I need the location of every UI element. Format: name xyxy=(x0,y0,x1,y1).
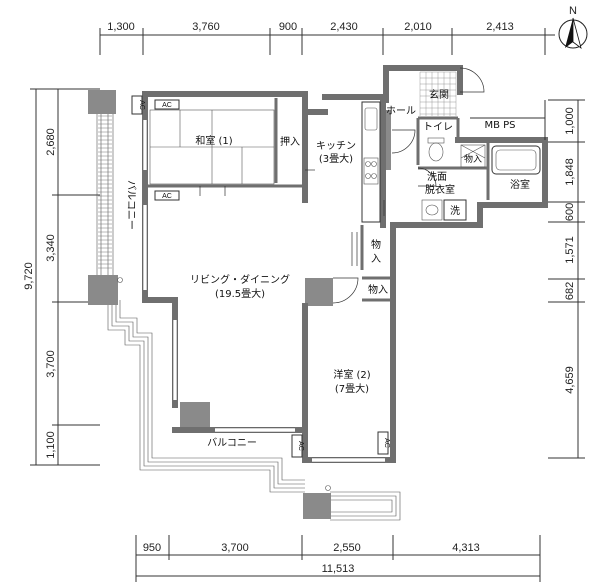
room-mono-3-label: 物入 xyxy=(368,283,388,296)
room-mono-1-label: 物 xyxy=(371,238,381,251)
ac-label-5: AC xyxy=(383,438,390,448)
dim-bottom-3: 2,550 xyxy=(333,542,361,554)
ac-label-3: AC xyxy=(162,193,172,200)
balcony-bottom-label: バルコニー xyxy=(207,437,257,449)
bathtub-icon xyxy=(491,145,541,175)
dim-bottom-total: 11,513 xyxy=(322,563,355,575)
dim-top-2: 3,760 xyxy=(192,21,220,33)
room-kitchen-label: キッチン xyxy=(316,140,356,152)
dim-left-3: 3,700 xyxy=(45,350,57,378)
kitchen-counter xyxy=(361,101,381,223)
room-kitchen-size: (3畳大) xyxy=(319,152,353,165)
dim-bottom-2: 3,700 xyxy=(221,542,249,554)
dim-left-1: 2,680 xyxy=(45,128,57,156)
dim-left-4: 1,100 xyxy=(45,431,57,459)
toilet-icon xyxy=(427,137,445,162)
dim-bottom-1: 950 xyxy=(143,542,161,554)
room-oshiire-label: 押入 xyxy=(280,135,300,148)
dim-top-4: 2,430 xyxy=(330,21,358,33)
genkan-tiles xyxy=(419,71,457,116)
mbps-line xyxy=(470,100,546,140)
room-datsui-label: 脱衣室 xyxy=(425,183,455,196)
dim-top-1: 1,300 xyxy=(107,21,135,33)
dim-right-4: 1,571 xyxy=(564,236,576,264)
dim-top-6: 2,413 xyxy=(486,21,514,33)
windows xyxy=(142,120,385,463)
washing-machine-box xyxy=(443,199,467,221)
room-labels: 和室 (1) 押入 キッチン (3畳大) ホール 玄関 トイレ MB PS 物入… xyxy=(125,88,530,449)
ac-label-4: AC xyxy=(297,441,304,451)
room-mbps-label: MB PS xyxy=(484,120,515,131)
small-storage-box xyxy=(460,144,486,168)
room-mono-2-label: 入 xyxy=(371,254,381,265)
room-bath-label: 浴室 xyxy=(510,178,530,191)
dim-right-5: 682 xyxy=(564,282,576,300)
dim-top-3: 900 xyxy=(279,21,297,33)
drain-icon xyxy=(117,277,123,283)
drain-icon xyxy=(325,485,331,491)
ac-markers: AC AC AC AC AC xyxy=(131,95,390,458)
tatami-pattern xyxy=(149,109,275,185)
ac-label-2: AC xyxy=(162,102,172,109)
balcony-railing xyxy=(96,112,401,521)
left-dimension-line: 9,720 2,680 3,340 3,700 1,100 xyxy=(23,88,100,466)
balcony-grille xyxy=(98,115,112,269)
room-wash-label: 洗 xyxy=(450,205,460,217)
room-mono-small-label: 物入 xyxy=(464,153,482,165)
room-genkan-label: 玄関 xyxy=(429,88,449,101)
room-living-size: (19.5畳大) xyxy=(215,287,265,300)
room-washitsu-label: 和室 (1) xyxy=(195,134,232,147)
right-dimension-line: 1,000 1,848 600 1,571 682 4,659 xyxy=(548,99,585,459)
north-arrow-icon: N xyxy=(558,5,588,50)
dim-top-5: 2,010 xyxy=(404,21,432,33)
doors xyxy=(199,67,485,304)
room-yoshitsu-size: (7畳大) xyxy=(335,382,369,395)
balcony-side-label: バルコニー xyxy=(125,180,137,230)
room-hall-label: ホール xyxy=(386,105,416,117)
compass-label: N xyxy=(569,5,577,17)
room-senmen-label: 洗面 xyxy=(427,171,447,183)
dim-right-3: 600 xyxy=(564,203,576,221)
room-living-label: リビング・ダイニング xyxy=(190,273,290,286)
room-toilet-label: トイレ xyxy=(423,122,453,133)
dim-right-1: 1,000 xyxy=(564,107,576,135)
structural-columns xyxy=(88,90,391,519)
dim-left-total: 9,720 xyxy=(23,262,35,290)
ac-label-1: AC xyxy=(138,100,145,110)
room-yoshitsu-label: 洋室 (2) xyxy=(333,368,370,381)
dim-right-6: 4,659 xyxy=(564,366,576,394)
top-dimension-line: 1,300 3,760 900 2,430 2,010 2,413 xyxy=(99,21,555,55)
dim-left-2: 3,340 xyxy=(45,234,57,262)
dim-bottom-4: 4,313 xyxy=(452,542,480,554)
bottom-dimension-line: 950 3,700 2,550 4,313 11,513 xyxy=(135,535,541,582)
dim-right-2: 1,848 xyxy=(564,158,576,186)
washbasin-icon xyxy=(421,199,443,221)
